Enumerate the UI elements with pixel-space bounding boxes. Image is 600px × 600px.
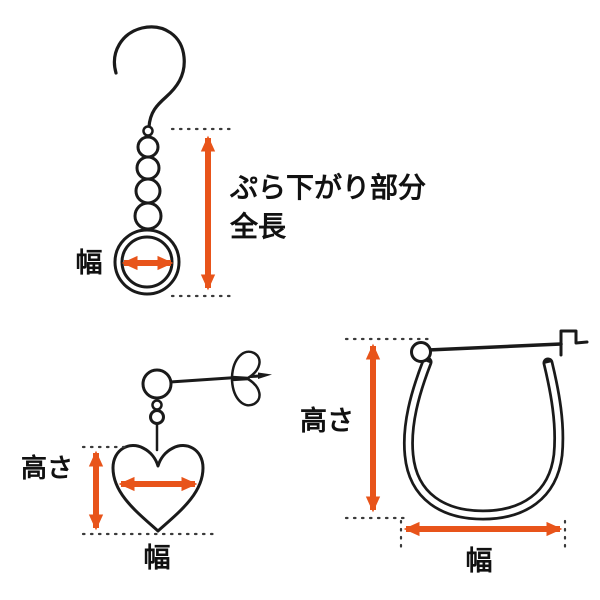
bead xyxy=(151,399,163,411)
dangle-hook-earring-figure: 幅 ぷら下がり部分 全長 xyxy=(76,25,426,298)
width-label: 幅 xyxy=(144,543,171,573)
connector-loop xyxy=(142,125,154,137)
hinge-pivot xyxy=(410,341,432,363)
heart-charm xyxy=(111,444,205,533)
total-length-label-line2: 全長 xyxy=(229,210,287,242)
stud-ball xyxy=(141,368,173,400)
hoop-band-fill xyxy=(405,361,562,518)
width-label: 幅 xyxy=(466,546,493,576)
hoop-earring-figure: 高さ 幅 xyxy=(300,329,589,576)
bead xyxy=(136,135,160,159)
stud-post-tip xyxy=(258,372,272,379)
ear-hook-wire xyxy=(112,25,186,129)
bead xyxy=(149,409,165,425)
stud-heart-earring-figure: 高さ 幅 xyxy=(21,350,272,573)
width-label: 幅 xyxy=(76,248,103,278)
clasp-hook xyxy=(559,329,589,357)
butterfly-clasp-upper-wing xyxy=(230,350,261,380)
total-length-label-line1: ぷら下がり部分 xyxy=(229,171,426,203)
latch-bar xyxy=(426,342,563,352)
height-label: 高さ xyxy=(300,405,354,436)
bead xyxy=(134,177,162,205)
height-label: 高さ xyxy=(21,453,73,483)
bead xyxy=(135,155,161,181)
bead xyxy=(133,201,163,231)
butterfly-clasp-lower-wing xyxy=(230,377,261,407)
hoop-band-outline xyxy=(402,356,565,521)
